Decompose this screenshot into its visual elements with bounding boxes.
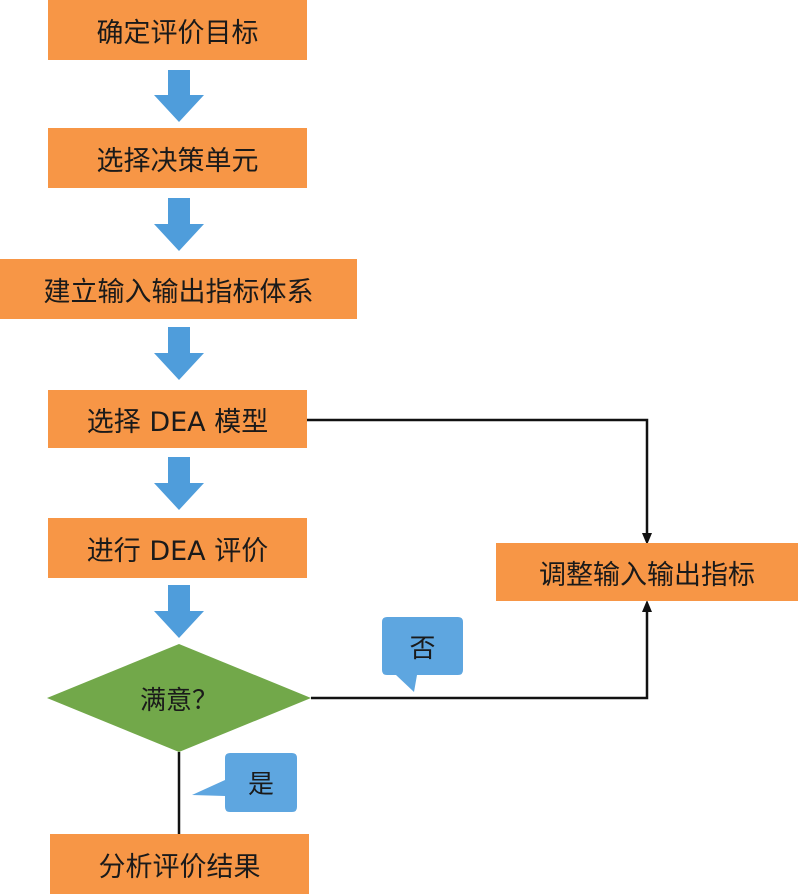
step-run-evaluation: 进行 DEA 评价 xyxy=(48,518,307,578)
down-arrow-3 xyxy=(154,327,204,380)
down-arrow-4 xyxy=(154,457,204,510)
callout-no-bubble xyxy=(382,617,463,692)
connector-decision-to-adjust xyxy=(311,600,652,700)
connector-model-to-adjust xyxy=(307,418,652,545)
step-define-goal: 确定评价目标 xyxy=(48,0,307,60)
down-arrow-1 xyxy=(154,70,204,122)
decision-label: 满意？ xyxy=(139,685,218,716)
step-adjust-indicators: 调整输入输出指标 xyxy=(496,543,798,601)
step-select-dmu: 选择决策单元 xyxy=(48,128,307,188)
down-arrows xyxy=(154,70,204,638)
callout-yes-label: 是 xyxy=(247,770,274,800)
down-arrow-2 xyxy=(154,198,204,251)
connectors xyxy=(177,418,652,834)
callout-no-label: 否 xyxy=(409,633,436,664)
step-build-index-system: 建立输入输出指标体系 xyxy=(0,259,357,319)
decision-diamond xyxy=(47,644,311,752)
step-select-model: 选择 DEA 模型 xyxy=(48,390,307,448)
callout-yes-bubble xyxy=(192,753,297,812)
down-arrow-5 xyxy=(154,585,204,638)
step-analyze-results: 分析评价结果 xyxy=(50,834,309,894)
